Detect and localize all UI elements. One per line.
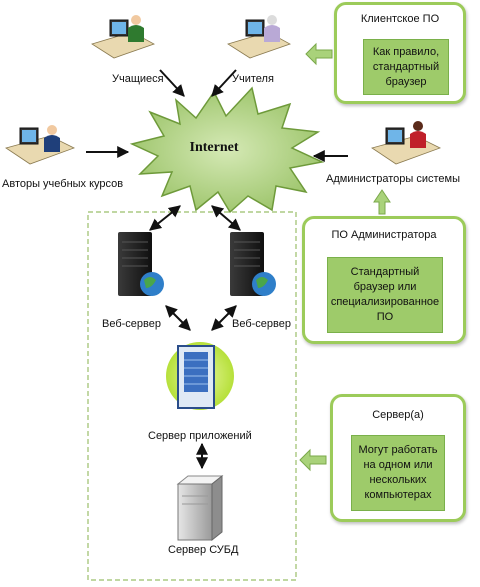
arrow-students-internet bbox=[159, 69, 185, 97]
students-label: Учащиеся bbox=[112, 73, 164, 85]
internet-cloud bbox=[129, 86, 325, 214]
web-server-2-icon bbox=[230, 232, 276, 296]
db-server-icon bbox=[176, 474, 224, 542]
admin-software-title: ПО Администратора bbox=[331, 229, 437, 241]
client-software-panel: Клиентское ПО Как правило, стандартный б… bbox=[334, 2, 466, 104]
arrow-web2-app bbox=[211, 305, 237, 331]
admin-software-panel: ПО Администратора Стандартный браузер ил… bbox=[302, 216, 466, 344]
servers-panel: Сервер(а) Могут работать на одном или не… bbox=[330, 394, 466, 522]
arrow-admin-callout bbox=[373, 189, 391, 215]
app-server-label: Сервер приложений bbox=[148, 430, 252, 442]
server-zone-boundary bbox=[87, 211, 297, 581]
arrow-client-callout bbox=[305, 42, 333, 66]
author-workstation-icon bbox=[5, 125, 76, 165]
servers-body: Могут работать на одном или нескольких к… bbox=[351, 435, 445, 511]
web-server-1-label: Веб-сервер bbox=[102, 318, 161, 330]
db-server-label: Сервер СУБД bbox=[168, 544, 239, 556]
app-server-icon bbox=[166, 342, 234, 410]
admin-software-body: Стандартный браузер или специализированн… bbox=[327, 257, 443, 333]
arrow-web1-internet bbox=[149, 205, 181, 231]
client-software-body: Как правило, стандартный браузер bbox=[363, 39, 449, 95]
admins-label: Администраторы системы bbox=[326, 173, 460, 185]
arrow-web1-app bbox=[165, 305, 191, 331]
callout-arrows bbox=[299, 42, 391, 472]
student-workstation-icon bbox=[91, 15, 155, 59]
arrow-teachers-internet bbox=[211, 69, 237, 97]
arrow-servers-callout bbox=[299, 448, 327, 472]
authors-label: Авторы учебных курсов bbox=[2, 178, 124, 190]
internet-label: Internet bbox=[190, 140, 239, 155]
teacher-workstation-icon bbox=[227, 15, 291, 59]
client-software-title: Клиентское ПО bbox=[360, 13, 440, 25]
connection-arrows bbox=[86, 69, 348, 470]
servers-title: Сервер(а) bbox=[372, 409, 424, 421]
teachers-label: Учителя bbox=[232, 73, 274, 85]
admin-workstation-icon bbox=[371, 121, 442, 165]
web-server-2-label: Веб-сервер bbox=[232, 318, 291, 330]
web-server-1-icon bbox=[118, 232, 164, 296]
arrow-web2-internet bbox=[211, 205, 241, 231]
